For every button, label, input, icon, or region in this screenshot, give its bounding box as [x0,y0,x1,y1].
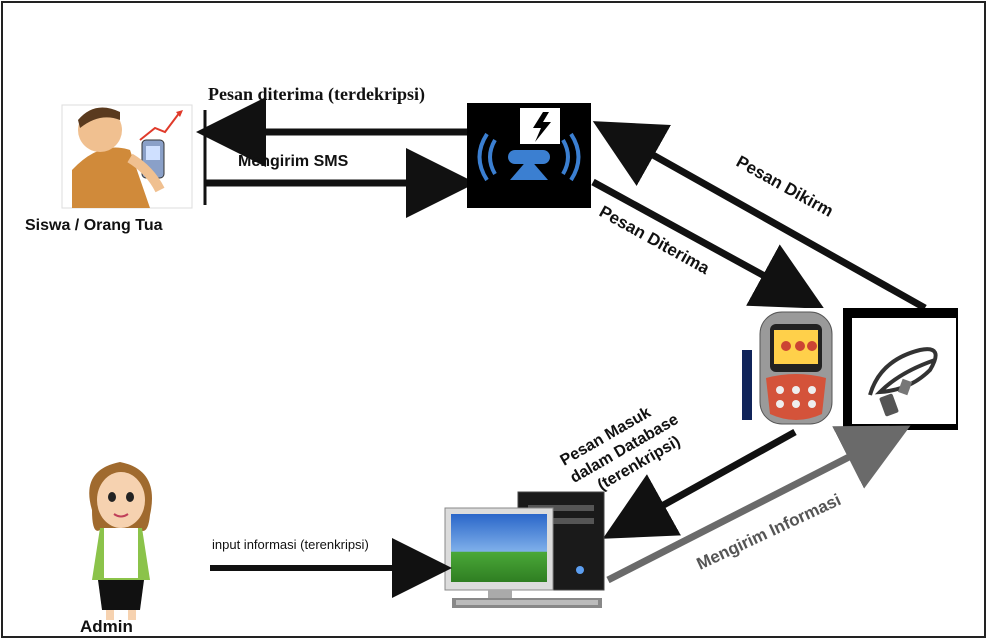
label-input-info: input informasi (terenkripsi) [212,537,369,552]
usb-cable-icon [843,308,958,430]
woman-avatar-icon [89,462,152,620]
cell-tower-icon [467,103,591,208]
label-send-sms: Mengirim SMS [238,153,349,170]
arrow-db-entry [602,428,797,539]
label-received-decrypted: Pesan diterima (terdekripsi) [208,84,425,105]
arrow-message-received [591,178,825,309]
person-phone-icon [61,104,193,209]
arrow-send-info [606,425,911,584]
admin-label: Admin [80,617,133,636]
student-label: Siswa / Orang Tua [25,217,163,234]
desktop-computer-icon [444,491,605,608]
mobile-phone-icon [742,308,840,430]
arrow-message-sent [592,121,927,312]
